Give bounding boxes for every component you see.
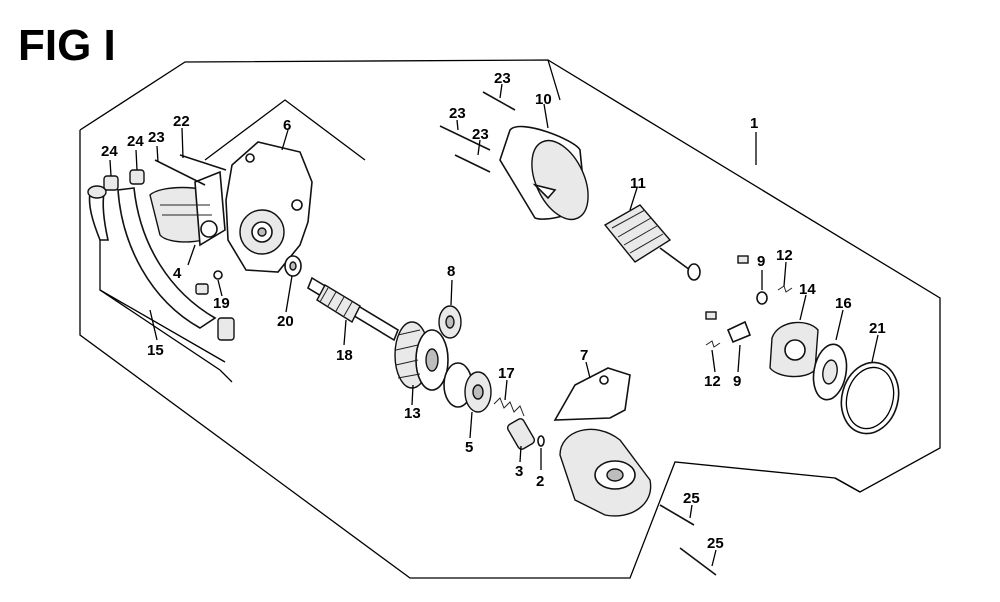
callout-19: 19 (213, 295, 230, 312)
callout-21: 21 (869, 320, 886, 337)
terminal-connector-part (195, 270, 235, 341)
brush-spring-part (705, 255, 793, 348)
callout-18: 18 (336, 347, 353, 364)
bracket-strap-part (117, 187, 217, 329)
small-gear-part (438, 305, 462, 339)
callout-23a: 23 (148, 129, 165, 146)
clutch-gear-part (394, 321, 449, 391)
callout-10: 10 (535, 91, 552, 108)
bolt-part (154, 154, 227, 186)
callout-3: 3 (515, 463, 523, 480)
callout-23c: 23 (449, 105, 466, 122)
leader-lines (109, 83, 879, 567)
callout-12a: 12 (776, 247, 793, 264)
rear-housing-part (553, 367, 652, 517)
brush-holder-part (769, 321, 819, 378)
solenoid-switch-part (149, 170, 226, 247)
sleeve-part (506, 418, 536, 450)
drive-shaft-part (307, 276, 399, 342)
callout-14: 14 (799, 281, 816, 298)
pinion-gear-part (443, 362, 492, 413)
callout-22: 22 (173, 113, 190, 130)
callout-7: 7 (580, 347, 588, 364)
ring-plate-part (812, 343, 848, 401)
callout-17: 17 (498, 365, 515, 382)
callout-labels: 1 2 3 4 5 6 7 8 9 9 10 11 12 12 13 14 15… (101, 70, 886, 552)
front-bracket-plate-part (225, 141, 313, 273)
callout-20: 20 (277, 313, 294, 330)
callout-6: 6 (283, 117, 291, 134)
callout-23d: 23 (472, 126, 489, 143)
callout-1: 1 (750, 115, 758, 132)
motor-yoke-part (499, 125, 589, 221)
callout-12b: 12 (704, 373, 721, 390)
callout-23b: 23 (494, 70, 511, 87)
armature-part (603, 204, 701, 281)
callout-2: 2 (536, 473, 544, 490)
callout-9a: 9 (757, 253, 765, 270)
figure-title: FIG I (18, 21, 116, 70)
callout-24a: 24 (101, 143, 118, 160)
housing-bolt-part (659, 504, 717, 576)
clip-part (537, 435, 545, 447)
callout-5: 5 (465, 439, 473, 456)
washer-part (284, 255, 302, 277)
callout-13: 13 (404, 405, 421, 422)
callout-8: 8 (447, 263, 455, 280)
callout-24b: 24 (127, 133, 144, 150)
callout-15: 15 (147, 342, 164, 359)
callout-9b: 9 (733, 373, 741, 390)
cable-boot-part (87, 185, 109, 241)
callout-11: 11 (630, 175, 646, 192)
callout-16: 16 (835, 295, 852, 312)
callout-25a: 25 (683, 490, 700, 507)
spring-part (493, 397, 525, 417)
cap-nut-part (103, 169, 145, 191)
callout-4: 4 (173, 265, 182, 282)
through-bolt-part (439, 91, 516, 173)
callout-25b: 25 (707, 535, 724, 552)
o-ring-part (840, 361, 900, 435)
